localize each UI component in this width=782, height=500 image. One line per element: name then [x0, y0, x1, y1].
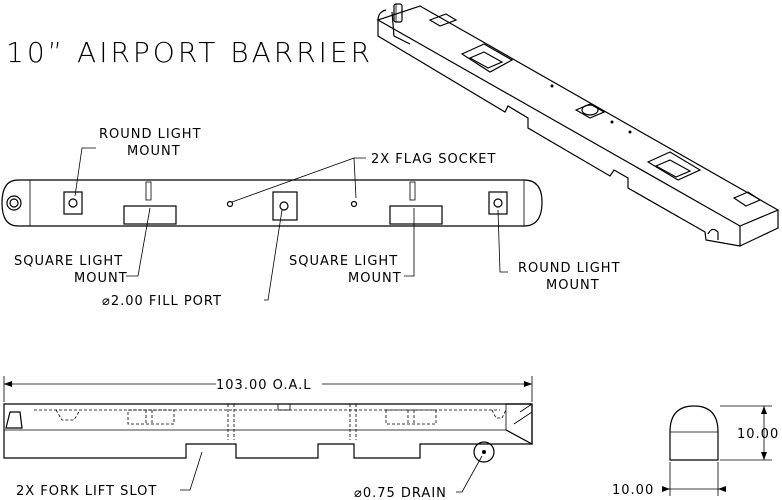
side-view: 103.00 O.A.L 2X FORK LIFT SLOT ⌀0. [3, 376, 533, 500]
label-fork-lift-slot: 2X FORK LIFT SLOT [16, 484, 157, 499]
label-square-light-mount-left-2: MOUNT [74, 271, 128, 286]
label-round-light-mount-left-2: MOUNT [127, 144, 181, 159]
dim-overall-length: 103.00 O.A.L [216, 378, 312, 393]
label-round-light-mount-left-1: ROUND LIGHT [99, 127, 202, 142]
drawing-title: 10” AIRPORT BARRIER [6, 36, 373, 69]
label-round-light-mount-right-1: ROUND LIGHT [518, 261, 621, 276]
round-light-mount-left [63, 191, 83, 215]
label-square-light-mount-right-2: MOUNT [348, 271, 402, 286]
label-drain: ⌀0.75 DRAIN [354, 486, 447, 500]
end-view: 10.00 10.00 [612, 405, 779, 498]
label-round-light-mount-right-2: MOUNT [546, 278, 600, 293]
label-flag-socket: 2X FLAG SOCKET [371, 152, 496, 167]
square-light-mount-left [123, 205, 177, 225]
top-view: ROUND LIGHT MOUNT 2X FLAG SOCKET SQUARE … [1, 127, 621, 309]
fill-port [272, 191, 298, 221]
label-square-light-mount-right-1: SQUARE LIGHT [289, 254, 398, 269]
dim-end-height: 10.00 [737, 427, 779, 442]
square-light-mount-right [389, 205, 443, 225]
isometric-view [376, 3, 780, 247]
dim-end-width: 10.00 [612, 483, 654, 498]
label-square-light-mount-left-1: SQUARE LIGHT [14, 254, 123, 269]
label-fill-port: ⌀2.00 FILL PORT [102, 294, 222, 309]
